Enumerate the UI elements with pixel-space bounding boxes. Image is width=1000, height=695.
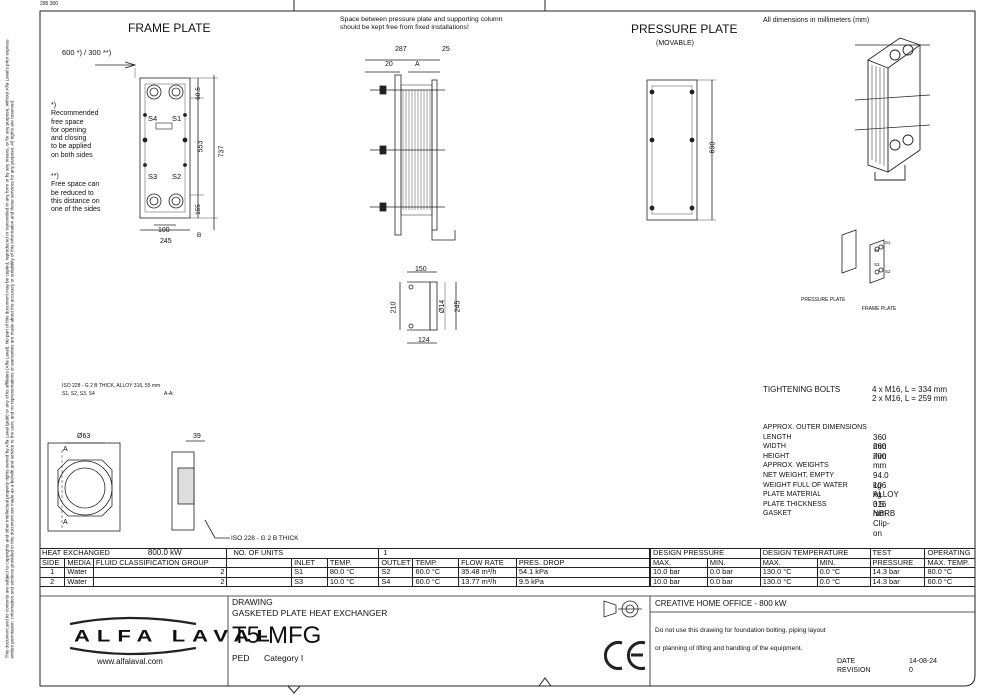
dim-mid: 553 (197, 140, 205, 153)
dim-bottom: 155 (194, 204, 202, 215)
iso-view (854, 37, 931, 181)
dim-overall: 737 (218, 145, 226, 158)
dimensions-note: All dimensions in millimeters (mm) (763, 17, 870, 24)
pressure-plate-view (646, 79, 716, 221)
dim-245-foot: 245 (454, 300, 462, 313)
ce-symbol-icon (604, 641, 646, 670)
port-label-s1: S1 (172, 114, 182, 123)
tightening-bolts-line-2: 2 x M16, L = 259 mm (872, 394, 948, 403)
title-block-lines (40, 595, 975, 686)
drawing-label: DRAWING (232, 597, 273, 607)
dim-287: 287 (395, 46, 407, 53)
foot-detail (399, 271, 457, 344)
ped-category: Category I (264, 653, 304, 663)
small-pressure-plate-label: PRESSURE PLATE (801, 297, 846, 303)
section-aa-label: A-A: (164, 391, 174, 397)
table-header-row: SIDE MEDIA FLUID CLASSIFICATION GROUP IN… (40, 557, 651, 569)
port-label-s2: S2 (172, 172, 182, 181)
dim-124: 124 (418, 337, 430, 344)
frame-plate-view (95, 61, 218, 231)
date-value: 14-08-24 (909, 658, 938, 665)
tightening-bolts-label: TIGHTENING BOLTS (763, 385, 841, 394)
small-port-s4: S4 (874, 248, 880, 253)
ped-label: PED (232, 653, 250, 663)
free-space-label: 600 *) / 300 **) (62, 48, 112, 57)
table-row: 2 Water 2 S3 10.0 °C S4 60.0 °C 13.77 m³… (40, 576, 651, 588)
iso-note-2: S1, S2, S3, S4 (62, 391, 95, 397)
dim-d63: Ø63 (77, 433, 91, 440)
design-subheader-row: MAX. MIN. MAX. MIN. PRESSURE MAX. TEMP. (650, 557, 975, 569)
small-port-s2: S2 (885, 269, 891, 274)
dim-20: 20 (385, 61, 393, 68)
design-data-table: DESIGN PRESSURE DESIGN TEMPERATURE TEST … (650, 548, 975, 588)
revision-label: REVISION (837, 667, 871, 674)
office-label: CREATIVE HOME OFFICE - 800 kW (655, 599, 787, 608)
projection-symbol-icon (603, 600, 642, 618)
dim-d14: Ø14 (439, 299, 447, 314)
dim-690: 690 (709, 141, 717, 154)
disclaimer-line-2: or planning of lifting and handling of t… (655, 645, 803, 652)
dim-210: 210 (390, 301, 398, 314)
small-plates (841, 229, 885, 284)
dim-port-spacing: 100 (158, 227, 170, 234)
port-detail (47, 440, 230, 539)
tightening-bolts-line-1: 4 x M16, L = 334 mm (872, 385, 948, 394)
date-label: DATE (837, 658, 856, 665)
side-view (365, 59, 456, 241)
logo-graphic (69, 616, 197, 656)
dim-b: B (197, 232, 202, 239)
section-a-top: A (63, 446, 68, 453)
section-a-label: A (415, 61, 420, 68)
dim-150: 150 (415, 266, 427, 273)
ce-mark-text: CE (604, 644, 605, 645)
iso-note-1: ISO 228 - G 2 B THICK, ALLOY 316, 55 mm (62, 383, 161, 389)
dim-25: 25 (442, 46, 450, 53)
table-row: 10.0 bar 0.0 bar 130.0 °C 0.0 °C 14.3 ba… (650, 567, 975, 578)
drawing-description: GASKETED PLATE HEAT EXCHANGER (232, 608, 388, 618)
side-view-note: Space between pressure plate and support… (340, 16, 503, 31)
pressure-plate-subtitle: (MOVABLE) (656, 40, 694, 47)
dim-top: 68.5 (194, 87, 202, 100)
table-row: 1 Water 2 S1 80.0 °C S2 60.0 °C 35.48 m³… (40, 567, 651, 578)
section-a-bottom: A (63, 519, 68, 526)
small-frame-plate-label: FRAME PLATE (862, 306, 897, 312)
disclaimer-line-1: Do not use this drawing for foundation b… (655, 627, 826, 634)
port-iso-note: ISO 228 - G 2 B THICK (231, 535, 299, 542)
table-row: 10.0 bar 0.0 bar 130.0 °C 0.0 °C 14.3 ba… (650, 576, 975, 588)
frame-plate-title: FRAME PLATE (128, 21, 211, 35)
pressure-plate-title: PRESSURE PLATE (631, 22, 738, 36)
small-port-s1: S1 (885, 240, 891, 245)
company-website[interactable]: www.alfalaval.com (97, 657, 163, 666)
corner-label: 295 300 (40, 1, 59, 7)
company-logo: ALFA LAVAL (74, 626, 277, 645)
legal-notice: This document and its contents are subje… (4, 39, 15, 659)
revision-value: 0 (909, 667, 913, 674)
dim-width: 245 (160, 238, 172, 245)
small-port-s3: S3 (874, 262, 880, 267)
design-header-row: DESIGN PRESSURE DESIGN TEMPERATURE TEST … (650, 548, 975, 559)
model-number: T5-MFG (232, 622, 322, 649)
dim-39: 39 (193, 433, 201, 440)
port-label-s4: S4 (148, 114, 158, 123)
sheet-border (39, 0, 976, 694)
port-label-s3: S3 (148, 172, 158, 181)
